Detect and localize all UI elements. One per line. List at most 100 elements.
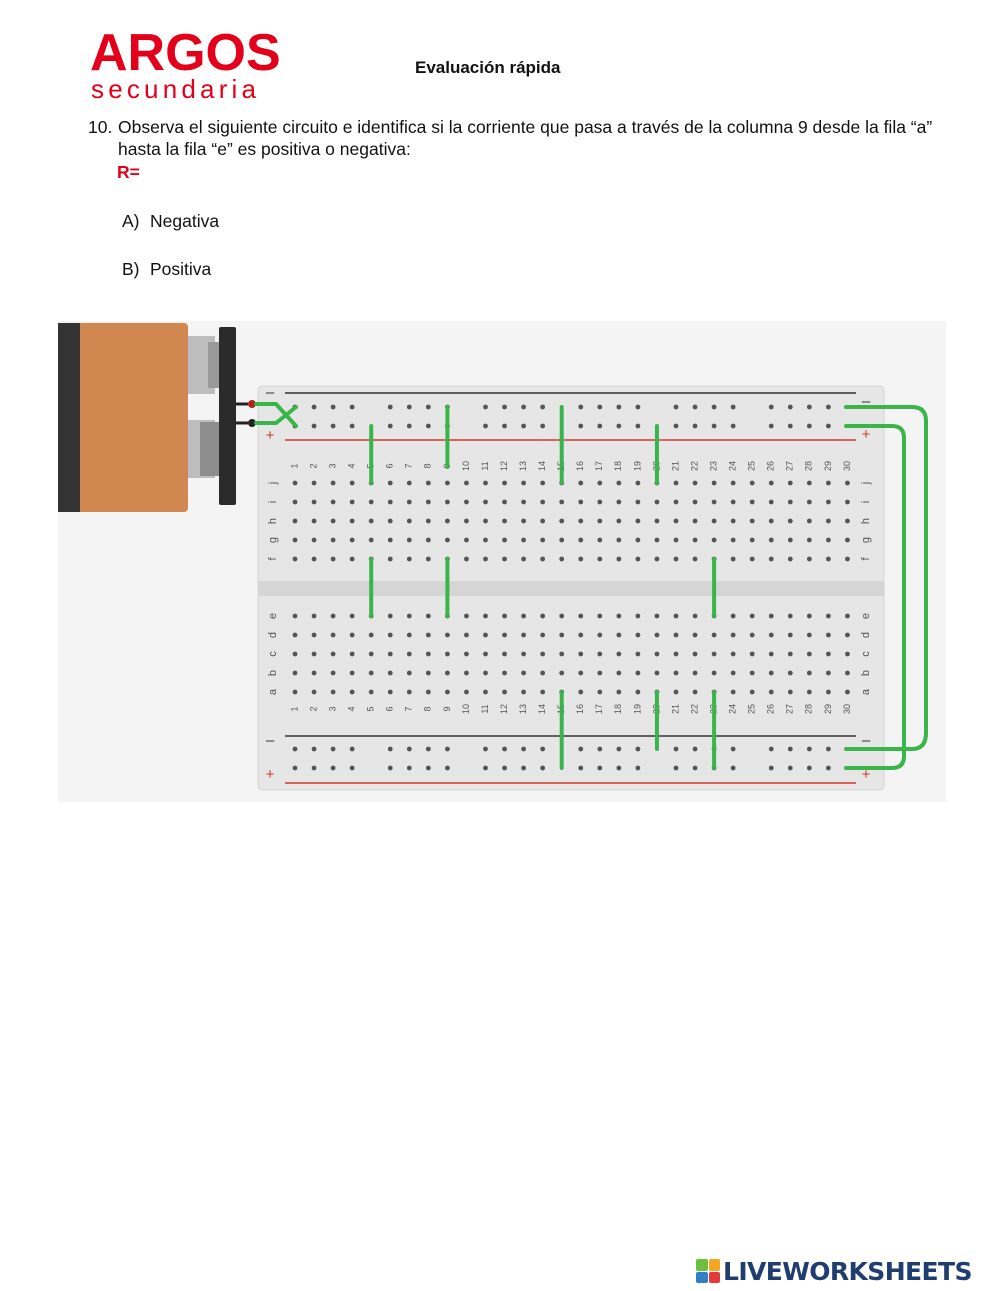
strip-hole — [464, 613, 469, 619]
battery — [58, 323, 236, 512]
strip-hole — [597, 632, 603, 638]
strip-hole — [730, 556, 736, 562]
battery-body — [58, 323, 188, 512]
strip-hole — [425, 556, 431, 562]
row-letter: b — [267, 670, 279, 676]
strip-hole — [311, 670, 317, 676]
strip-hole — [387, 689, 393, 695]
strip-hole — [464, 556, 469, 562]
strip-hole — [368, 499, 374, 505]
strip-hole — [635, 499, 641, 505]
rail-hole — [387, 765, 393, 771]
strip-hole — [502, 480, 507, 486]
option-letter: B) — [122, 259, 140, 279]
column-number: 3 — [327, 463, 337, 468]
strip-hole — [330, 670, 336, 676]
strip-hole — [806, 632, 812, 638]
strip-hole — [540, 632, 546, 638]
breadboard-circuit: –+–+–+–+12345678910111213141516171819202… — [58, 321, 946, 802]
strip-hole — [578, 613, 584, 619]
strip-hole — [540, 689, 546, 695]
column-number: 6 — [385, 706, 395, 711]
strip-hole — [654, 632, 660, 638]
strip-hole — [483, 499, 488, 505]
strip-hole — [845, 613, 850, 619]
question-text: Observa el siguiente circuito e identifi… — [118, 117, 933, 159]
strip-hole — [597, 651, 603, 657]
strip-hole — [521, 537, 526, 543]
strip-hole — [540, 499, 546, 505]
row-letter: h — [267, 518, 279, 524]
strip-hole — [654, 670, 660, 676]
strip-hole — [749, 689, 755, 695]
strip-hole — [425, 613, 431, 619]
row-letter: f — [860, 557, 872, 561]
strip-hole — [578, 480, 584, 486]
row-letter: e — [267, 613, 279, 619]
strip-hole — [654, 499, 660, 505]
rail-hole — [483, 746, 488, 752]
argos-logo: ARGOS secundaria — [88, 26, 298, 102]
strip-hole — [406, 670, 412, 676]
row-letter: d — [860, 632, 872, 638]
strip-hole — [502, 537, 507, 543]
strip-hole — [502, 651, 507, 657]
column-number: 30 — [842, 461, 852, 471]
strip-hole — [826, 537, 831, 543]
strip-hole — [730, 480, 736, 486]
column-number: 7 — [404, 463, 414, 468]
rail-symbol: – — [266, 732, 275, 749]
strip-hole — [349, 518, 355, 524]
strip-hole — [654, 556, 660, 562]
strip-hole — [826, 689, 831, 695]
strip-hole — [749, 632, 755, 638]
column-number: 21 — [670, 704, 680, 714]
rail-hole — [578, 746, 584, 752]
strip-hole — [540, 613, 546, 619]
strip-hole — [387, 613, 393, 619]
column-number: 22 — [689, 704, 699, 714]
rail-hole — [349, 404, 355, 410]
column-number: 6 — [385, 463, 395, 468]
column-number: 26 — [766, 704, 776, 714]
strip-hole — [578, 632, 584, 638]
strip-hole — [730, 499, 736, 505]
strip-hole — [597, 689, 603, 695]
row-letter: f — [267, 557, 279, 561]
rail-hole — [673, 765, 679, 771]
rail-hole — [349, 746, 355, 752]
column-number: 27 — [785, 461, 795, 471]
strip-hole — [330, 651, 336, 657]
jumper-right-plus — [844, 424, 906, 770]
rail-hole — [616, 423, 622, 429]
column-number: 23 — [708, 461, 718, 471]
rail-hole — [292, 746, 298, 752]
strip-hole — [502, 670, 507, 676]
strip-hole — [464, 651, 469, 657]
rail-hole — [711, 404, 717, 410]
row-letter: d — [267, 632, 279, 638]
column-number: 25 — [747, 704, 757, 714]
strip-hole — [292, 480, 298, 486]
strip-hole — [540, 480, 546, 486]
strip-hole — [730, 537, 736, 543]
column-number: 27 — [785, 704, 795, 714]
column-number: 12 — [499, 704, 509, 714]
strip-hole — [635, 518, 641, 524]
strip-hole — [425, 651, 431, 657]
column-number: 16 — [575, 704, 585, 714]
strip-hole — [654, 518, 660, 524]
option-b[interactable]: B)Positiva — [122, 259, 211, 280]
option-letter: A) — [122, 211, 140, 231]
rail-hole — [521, 746, 526, 752]
strip-hole — [406, 480, 412, 486]
strip-hole — [559, 499, 565, 505]
column-number: 1 — [289, 706, 299, 711]
strip-hole — [730, 518, 736, 524]
strip-hole — [597, 480, 603, 486]
strip-hole — [730, 670, 736, 676]
strip-hole — [521, 651, 526, 657]
strip-hole — [711, 480, 717, 486]
strip-hole — [464, 670, 469, 676]
option-a[interactable]: A)Negativa — [122, 211, 219, 232]
